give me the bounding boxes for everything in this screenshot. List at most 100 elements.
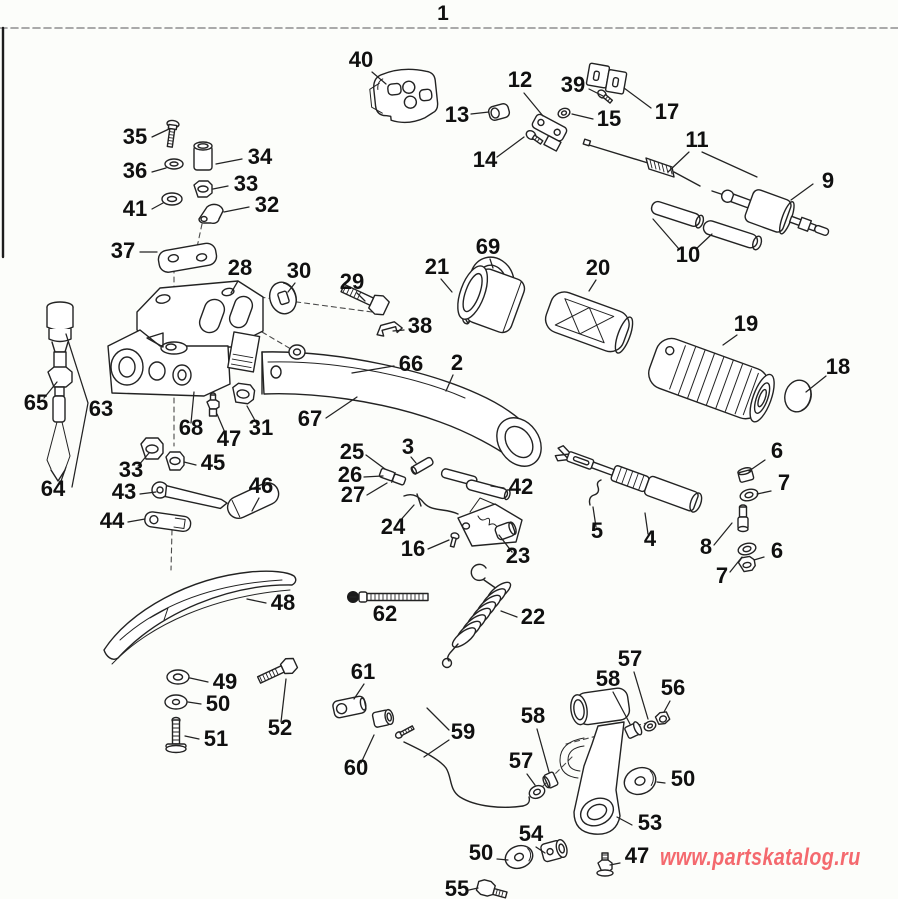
part-31-nut-drawing — [232, 382, 256, 405]
leader-line-61-62 — [353, 683, 365, 700]
leader-lines-layer — [43, 71, 827, 891]
part-39-screw-drawing — [597, 89, 614, 104]
leader-line-9-8 — [790, 183, 814, 201]
leader-line-50-59 — [187, 701, 202, 705]
part-35-screw-drawing — [166, 119, 180, 148]
callout-number-21-20: 21 — [425, 254, 449, 279]
leader-line-52-61 — [280, 678, 287, 723]
callout-number-22-55: 22 — [521, 604, 545, 629]
leader-line-40-0 — [371, 71, 387, 85]
leader-line-68-31 — [190, 391, 195, 424]
leader-line-54-72 — [535, 846, 546, 854]
callout-number-53-71: 53 — [638, 810, 662, 835]
callout-number-37-16: 37 — [111, 238, 135, 263]
callout-number-60-63: 60 — [344, 755, 368, 780]
callout-number-8-50: 8 — [700, 534, 712, 559]
leader-line-4-49 — [644, 512, 649, 535]
leader-line-17-3 — [623, 87, 652, 109]
callout-number-9-8: 9 — [822, 168, 834, 193]
callout-number-57-69: 57 — [509, 748, 533, 773]
callout-number-56-67: 56 — [661, 675, 685, 700]
callout-number-45-36: 45 — [201, 450, 225, 475]
leader-line-35-10 — [151, 128, 170, 138]
callout-number-54-72: 54 — [519, 821, 544, 846]
callout-number-46-39: 46 — [249, 473, 273, 498]
callout-number-66-26: 66 — [399, 351, 423, 376]
leader-line-19-23 — [722, 334, 738, 346]
figure-number-label: 1 — [437, 2, 449, 25]
leader-line-45-36 — [183, 461, 197, 466]
leader-line-11-7 — [667, 151, 690, 173]
watermark: www.partskatalog.ru — [660, 844, 861, 871]
part-6a-nut-drawing — [737, 467, 755, 483]
part-33b-nut-drawing — [140, 437, 164, 460]
leader-line-25-40 — [365, 454, 386, 470]
callout-number-52-61: 52 — [268, 715, 292, 740]
leader-line-48-57 — [246, 598, 267, 604]
part-50c-washer-drawing — [504, 844, 534, 870]
leader-line-27-42 — [366, 482, 388, 496]
callout-number-3-43: 3 — [402, 434, 414, 459]
callout-number-18-24: 18 — [826, 354, 850, 379]
leader-line-53-71 — [616, 816, 633, 826]
leader-line-6-54 — [753, 556, 765, 561]
leader-line-26-41 — [363, 475, 384, 478]
leader-line-65-33 — [43, 381, 58, 399]
part-55-bolt-drawing — [475, 879, 508, 899]
part-47a-fitting-drawing — [206, 392, 220, 417]
leader-line-39-2 — [588, 88, 604, 97]
part-16-screw-drawing — [449, 532, 460, 548]
leader-line-43-37 — [139, 491, 157, 495]
part-4-throttle-shaft-drawing — [554, 445, 703, 513]
callout-number-24-45: 24 — [381, 514, 406, 539]
callout-number-47-30: 47 — [217, 426, 241, 451]
part-19-grip-drawing — [648, 337, 775, 423]
part-48-handle-drawing — [103, 570, 297, 665]
part-23-latch-drawing — [457, 497, 523, 547]
leader-line-18-24 — [805, 375, 827, 393]
callout-number-11-7: 11 — [685, 127, 708, 152]
part-21-grip-core-drawing — [457, 265, 526, 334]
part-42-tubes-drawing — [440, 468, 511, 501]
callout-number-42-44: 42 — [509, 474, 533, 499]
callout-number-55-75: 55 — [445, 876, 469, 899]
callout-number-27-42: 27 — [341, 482, 365, 507]
callout-number-30-18: 30 — [287, 258, 311, 283]
leader-line-10-9 — [652, 218, 680, 250]
leader-line-8-50 — [713, 522, 733, 546]
leader-line-30-18 — [287, 282, 296, 293]
part-61-link-drawing — [332, 695, 367, 719]
callout-number-20-22: 20 — [586, 255, 610, 280]
leader-line-14-6 — [496, 136, 525, 158]
callout-number-23-47: 23 — [506, 543, 530, 568]
leader-line-5-48 — [592, 506, 597, 528]
callout-number-6-54: 6 — [771, 538, 783, 563]
leader-line-12-1 — [523, 92, 544, 117]
part-10-tubes-drawing — [650, 200, 763, 251]
callout-number-19-23: 19 — [734, 311, 758, 336]
callout-number-31-29: 31 — [249, 415, 273, 440]
callout-number-36-12: 36 — [123, 158, 147, 183]
callout-number-34-11: 34 — [248, 144, 273, 169]
leader-line-23-47 — [498, 534, 513, 553]
callout-number-14-6: 14 — [473, 147, 498, 172]
part-47b-bolt-drawing — [596, 852, 614, 877]
callout-number-62-56: 62 — [373, 601, 397, 626]
leader-line-55-75 — [468, 887, 479, 891]
leader-line-58-68 — [536, 728, 550, 773]
part-37-plate-drawing — [157, 242, 218, 273]
part-62-screw-drawing — [347, 591, 429, 603]
leader-line-38-27 — [392, 329, 405, 332]
callout-number-67-28: 67 — [298, 406, 322, 431]
part-36-washer-drawing — [164, 158, 184, 170]
callout-number-40-0: 40 — [349, 47, 373, 72]
callout-number-68-31: 68 — [179, 415, 203, 440]
callout-number-65-33: 65 — [24, 390, 48, 415]
callout-number-7-53: 7 — [716, 563, 728, 588]
callout-number-58-68: 58 — [521, 703, 545, 728]
part-65-lanyard-drawing — [46, 301, 74, 482]
callout-number-16-46: 16 — [401, 536, 425, 561]
callout-number-58-66: 58 — [596, 666, 620, 691]
part-3-pin-drawing — [410, 456, 434, 475]
